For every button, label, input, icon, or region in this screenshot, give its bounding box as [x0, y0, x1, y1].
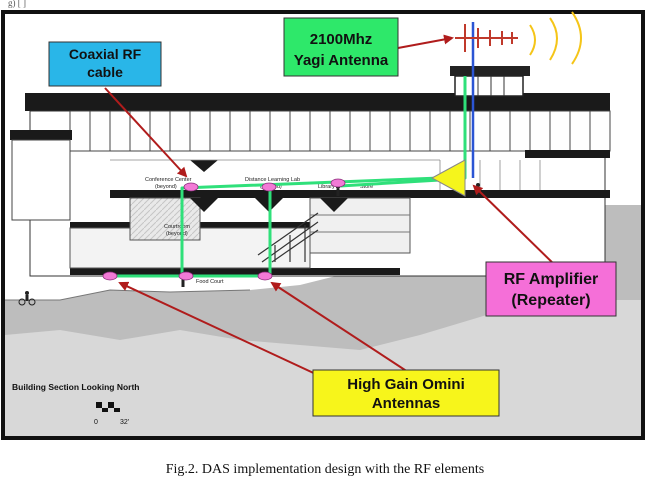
room-label-conference: Conference Center: [145, 177, 192, 183]
room-label-conference-sub: (beyond): [155, 184, 177, 190]
floor-slab-lower: [70, 268, 400, 275]
arrow-omni-2: [270, 281, 409, 373]
rf-amplifier-symbol: [430, 159, 466, 197]
callout-coaxial: Coaxial RF cable: [48, 41, 162, 87]
yagi-label-line2: Yagi Antenna: [294, 52, 389, 69]
radio-waves: [529, 11, 582, 65]
left-wing: [11, 139, 71, 221]
room-label-courtroom-sub: (beyond): [166, 231, 188, 237]
room-label-store: Store: [360, 184, 373, 190]
arrow-omni-1: [118, 281, 336, 384]
callout-amplifier: RF Amplifier (Repeater): [485, 261, 617, 317]
omni-node: [330, 178, 346, 188]
omni-antenna-nodes: [102, 178, 346, 281]
courtroom-block: [129, 197, 201, 241]
interior-lines: [110, 159, 541, 190]
clerestory-windows: [69, 110, 611, 152]
omni-node: [257, 271, 273, 281]
callout-omni: High Gain Omini Antennas: [312, 369, 500, 417]
arrow-amplifier: [472, 184, 561, 271]
arrow-yagi: [397, 34, 454, 49]
scale-zero: 0: [94, 419, 98, 426]
right-overhang: [525, 150, 610, 158]
amplifier-label-line2: (Repeater): [511, 292, 590, 309]
callout-yagi: 2100Mhz Yagi Antenna: [283, 17, 399, 77]
floor-slab-mid: [70, 222, 410, 228]
right-block: [309, 197, 411, 254]
amplifier-label-line1: RF Amplifier: [504, 271, 599, 288]
roof-cap: [450, 66, 530, 76]
left-wing-roof: [10, 130, 72, 140]
room-label-library: Library: [318, 184, 335, 190]
omni-label-line1: High Gain Omini: [347, 376, 465, 393]
room-label-food: Food Court: [196, 279, 224, 285]
ground-line: [5, 289, 251, 301]
omni-node: [178, 271, 194, 281]
scale-bar: 0 32': [94, 402, 129, 426]
coaxial-label-line1: Coaxial RF: [69, 46, 142, 62]
yagi-antenna: [455, 24, 518, 52]
callout-arrows: [104, 34, 561, 384]
figure-caption: Fig.2. DAS implementation design with th…: [165, 462, 485, 477]
omni-node: [102, 271, 118, 281]
top-note: g) [ ]: [8, 0, 26, 8]
coaxial-label-line2: cable: [87, 64, 123, 80]
omni-label-line2: Antennas: [372, 395, 440, 412]
room-label-distance: Distance Learning Lab: [245, 177, 300, 183]
yagi-label-line1: 2100Mhz: [310, 31, 373, 48]
floor-slab-upper: [110, 190, 610, 198]
omni-node: [261, 182, 277, 192]
arrow-coax: [104, 87, 188, 178]
room-label-courtroom: Courtroom: [164, 224, 190, 230]
right-block-lines: [310, 214, 410, 233]
omni-node: [183, 182, 199, 192]
section-title: Building Section Looking North: [12, 382, 140, 392]
scale-end: 32': [120, 419, 129, 426]
